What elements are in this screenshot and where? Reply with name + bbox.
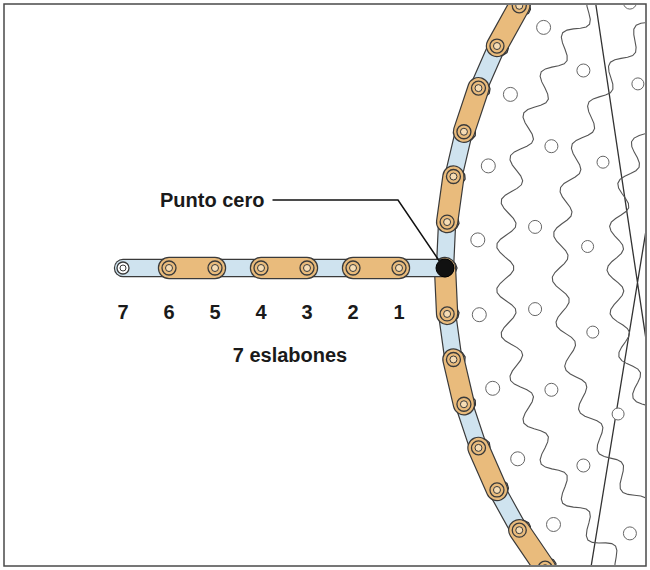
chain-roller [457, 125, 471, 139]
chain-roller [490, 483, 504, 497]
sprocket-hole [612, 408, 624, 420]
sprocket-hole [582, 241, 594, 253]
link-number: 5 [209, 301, 220, 323]
chain-roller [208, 261, 222, 275]
chain-roller [538, 561, 552, 565]
chain-pin [450, 356, 457, 363]
sprocket-hole [547, 518, 561, 532]
chain-roller [446, 352, 460, 366]
link-number: 1 [393, 301, 404, 323]
sprocket-hole [623, 5, 636, 9]
sprocket-hole [587, 326, 599, 338]
sprocket-inner [607, 25, 645, 510]
link-number: 3 [301, 301, 312, 323]
sprocket-hole [545, 140, 558, 153]
chain-pin [258, 265, 265, 272]
chain-roller [457, 397, 471, 411]
zero-point-dot [436, 259, 454, 277]
link-number: 7 [117, 301, 128, 323]
sprocket-hole [472, 308, 486, 322]
chain-roller [254, 261, 268, 275]
sprocket-hole [577, 459, 590, 472]
chain-pin [460, 128, 467, 135]
chain-roller [471, 441, 485, 455]
sprocket-hole [529, 303, 542, 316]
sprocket-hole [597, 156, 609, 168]
sprocket-large [440, 5, 646, 565]
sprocket-hole [481, 159, 495, 173]
chain-roller [300, 261, 314, 275]
chain-roller [440, 307, 454, 321]
chain-on-sprocket [440, 5, 645, 565]
chain-roller [162, 261, 176, 275]
sprocket-hole [511, 452, 525, 466]
link-number: 2 [347, 301, 358, 323]
sprocket-hole [486, 381, 500, 395]
chain-roller [512, 523, 526, 537]
callout-label: Punto cero [160, 189, 264, 211]
chain-roller [490, 39, 504, 53]
chain-pin [475, 444, 482, 451]
chain-pin [475, 85, 482, 92]
link-number: 6 [163, 301, 174, 323]
sprocket-inner [552, 5, 645, 561]
sprocket-hole [471, 233, 485, 247]
cassette-sprocket [440, 5, 646, 565]
link-count-label: 7 eslabones [233, 344, 348, 366]
link-number: 4 [255, 301, 266, 323]
chain-pin [516, 527, 523, 534]
chain-pin [460, 401, 467, 408]
chain-roller [392, 261, 406, 275]
chain-pin [493, 486, 500, 493]
chain-roller [446, 170, 460, 184]
chain-pin [444, 310, 451, 317]
chain-pin [493, 43, 500, 50]
chain-free-end [117, 261, 445, 275]
sprocket-hole [623, 527, 636, 540]
chain-roller [471, 81, 485, 95]
chain-pin [212, 265, 219, 272]
sprocket-inner [497, 5, 645, 565]
chain-roller [440, 215, 454, 229]
chain-roller [346, 261, 360, 275]
chain-pin [542, 565, 549, 566]
chain-pin [450, 173, 457, 180]
sprocket-hole [503, 87, 517, 101]
chain-pin [516, 5, 523, 9]
leader-line [273, 200, 441, 262]
chain-pin [350, 265, 357, 272]
sprocket-hole [577, 64, 590, 77]
chain-pin [444, 219, 451, 226]
chain-pin [304, 265, 311, 272]
sprocket-hole [529, 220, 542, 233]
chain-roller [512, 5, 526, 13]
link-end-hole [120, 265, 126, 271]
chain-pin [166, 265, 173, 272]
sprocket-hole [545, 383, 558, 396]
chain-pin [396, 265, 403, 272]
sprocket-hole [537, 20, 551, 34]
link-end-hole [117, 262, 129, 274]
sprocket-hole [632, 78, 644, 90]
